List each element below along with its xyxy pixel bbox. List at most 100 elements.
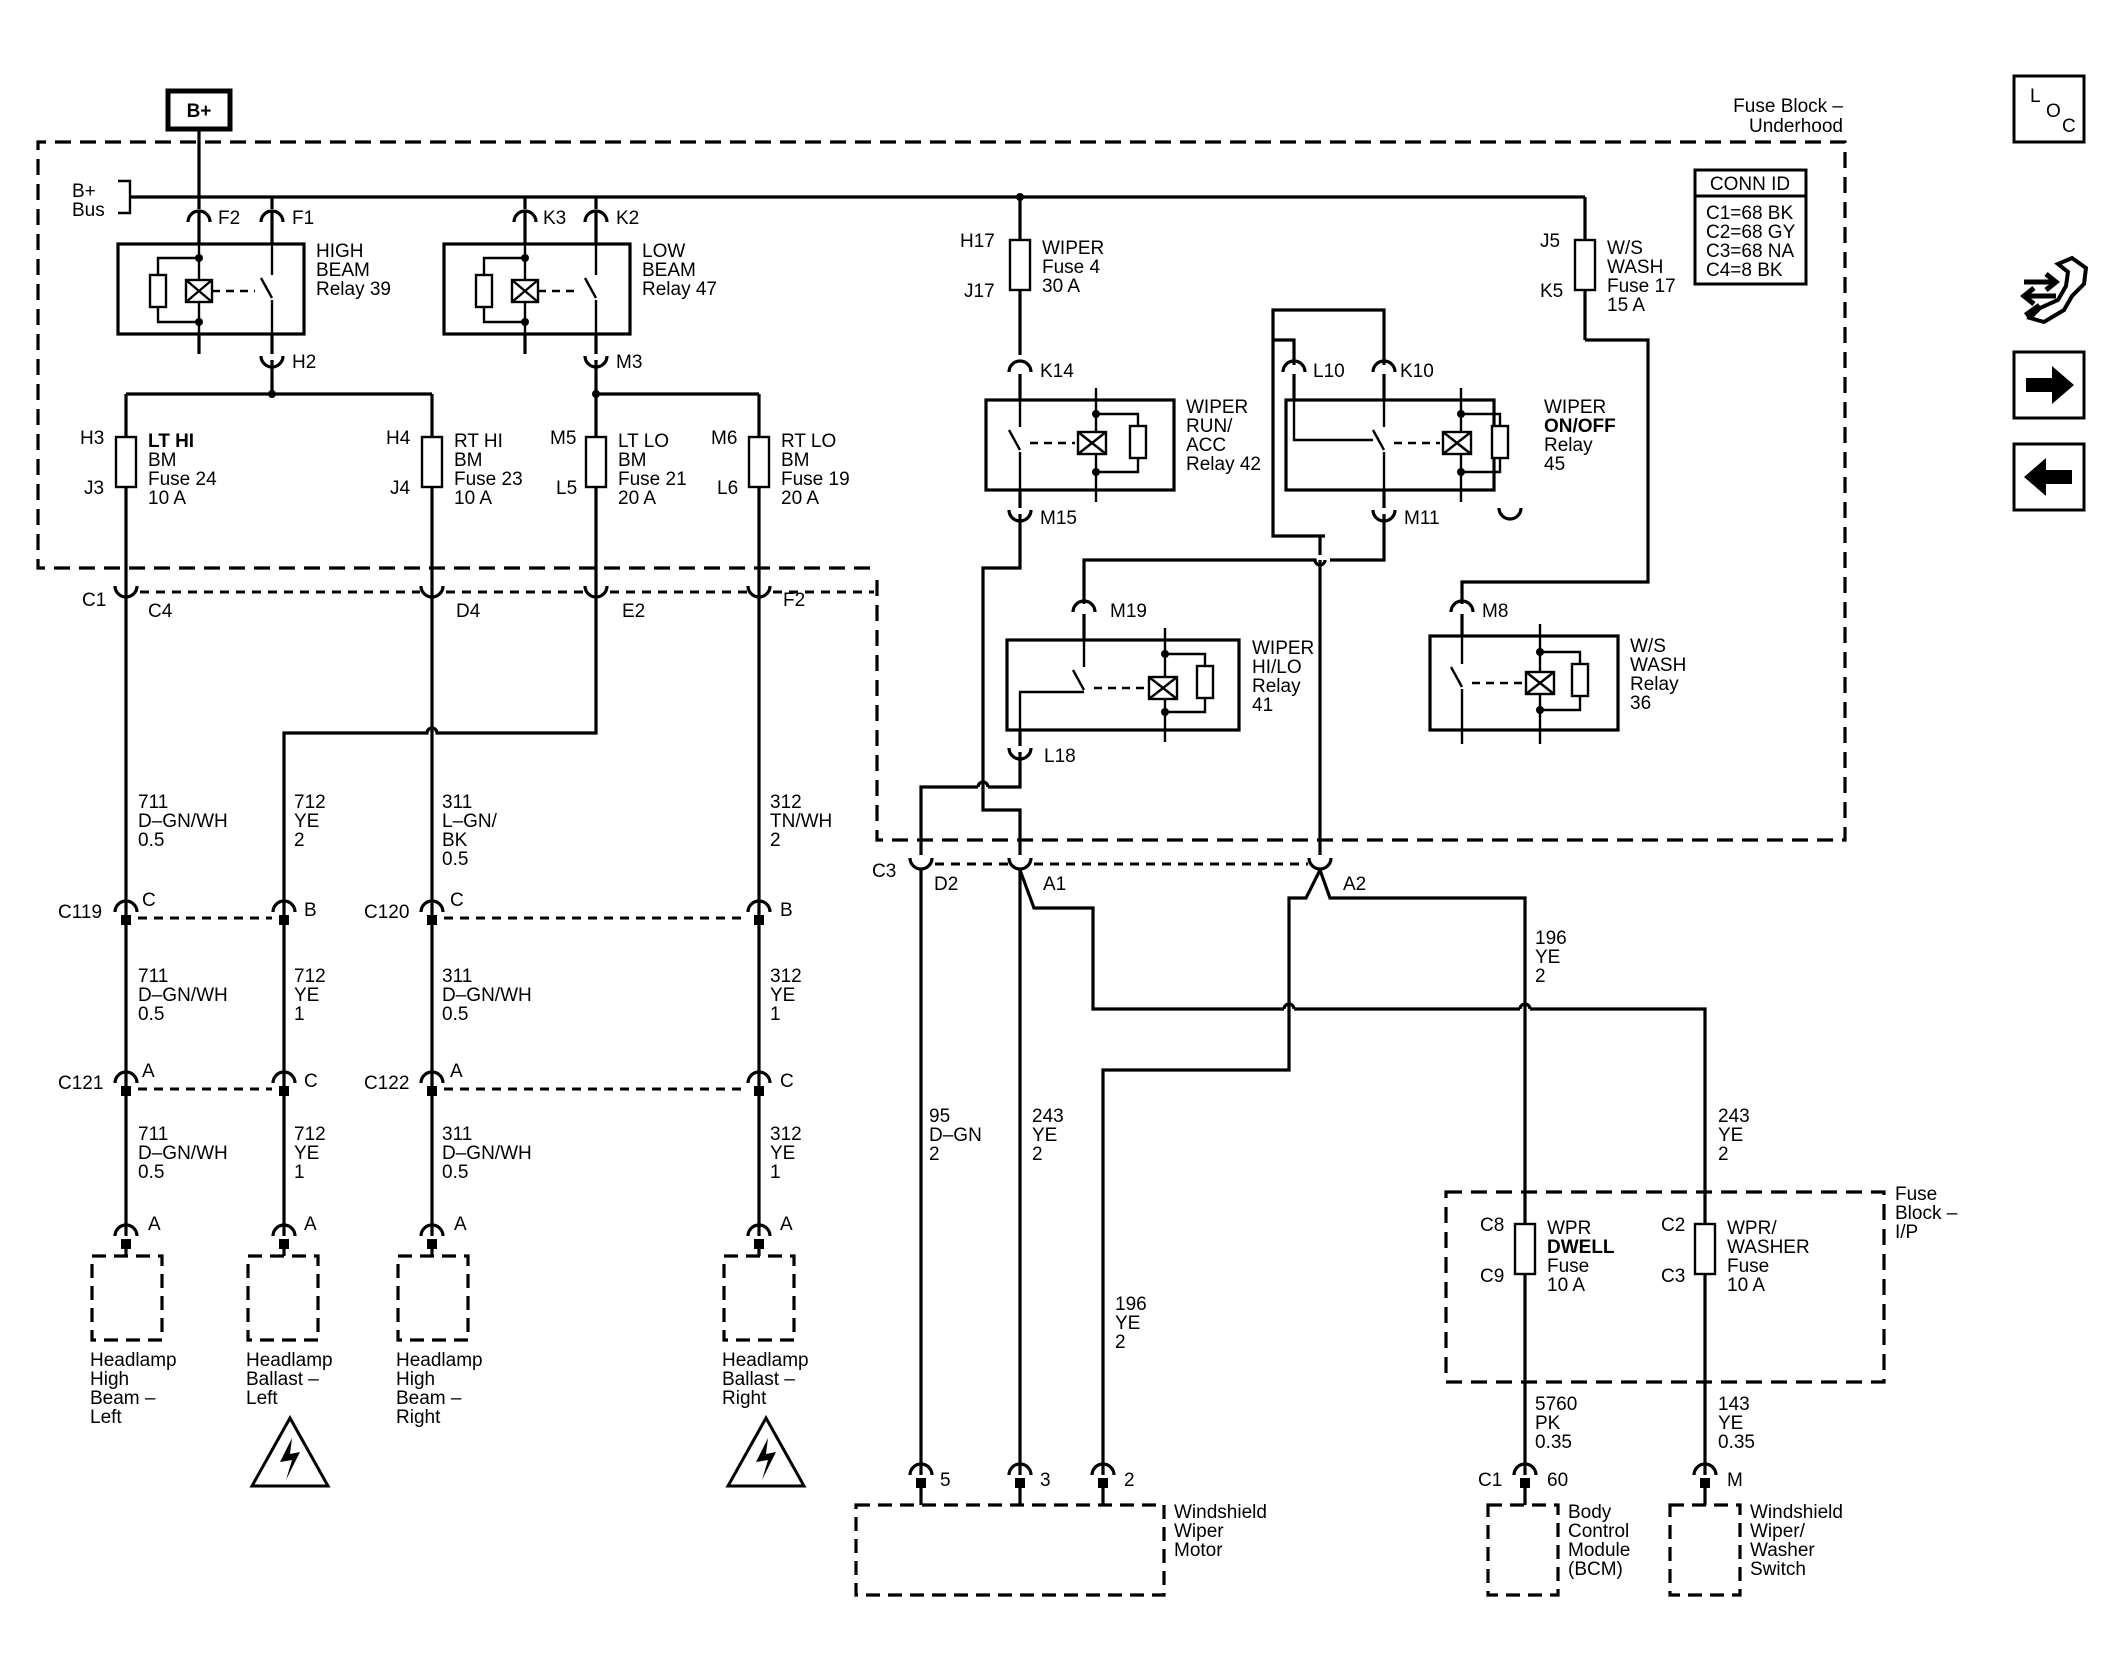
svg-text:YE: YE — [294, 985, 319, 1006]
svg-text:Body: Body — [1568, 1502, 1612, 1523]
pin-m6-label: M6 — [711, 428, 737, 449]
pin-j4-label: J4 — [390, 478, 411, 499]
svg-text:YE: YE — [1718, 1413, 1743, 1434]
fuse-wiper — [1008, 238, 1032, 292]
conn-id-row-3: C3=68 NA — [1706, 241, 1795, 262]
low-beam-relay-label-2: BEAM — [642, 260, 696, 281]
svg-text:Headlamp: Headlamp — [396, 1350, 483, 1371]
svg-text:30 A: 30 A — [1042, 276, 1080, 297]
svg-text:2: 2 — [770, 830, 781, 851]
conn-id-box — [1693, 168, 1808, 286]
c120-pin-b: B — [780, 900, 793, 921]
headlamp-high-beam-left — [90, 1223, 164, 1342]
svg-text:Left: Left — [246, 1388, 278, 1409]
fuse-wpr-washer — [1693, 1222, 1717, 1276]
pin-l18-label: L18 — [1044, 746, 1076, 767]
bcm-conn-label: C1 — [1478, 1470, 1502, 1491]
svg-text:2: 2 — [929, 1144, 940, 1165]
pin-l10-label: L10 — [1313, 361, 1345, 382]
loc-icon[interactable]: L O C — [2012, 74, 2086, 144]
svg-text:Fuse 24: Fuse 24 — [148, 469, 217, 490]
svg-text:712: 712 — [294, 966, 326, 987]
svg-text:Ballast –: Ballast – — [722, 1369, 795, 1390]
svg-text:0.35: 0.35 — [1535, 1432, 1572, 1453]
svg-text:DWELL: DWELL — [1547, 1237, 1615, 1258]
low-beam-relay-internals — [474, 244, 598, 334]
conn-id-title: CONN ID — [1710, 174, 1790, 195]
pin-c9-label: C9 — [1480, 1266, 1504, 1287]
svg-text:D–GN/WH: D–GN/WH — [442, 985, 532, 1006]
pin-m5-label: M5 — [550, 428, 576, 449]
svg-text:196: 196 — [1535, 928, 1567, 949]
pin-j5-label: J5 — [1540, 231, 1560, 252]
svg-text:D–GN/WH: D–GN/WH — [138, 985, 228, 1006]
headlamp-ballast-left — [246, 1223, 320, 1342]
svg-text:196: 196 — [1115, 1294, 1147, 1315]
pin-c2-label: C2 — [1661, 1215, 1685, 1236]
svg-text:L–GN/: L–GN/ — [442, 811, 498, 832]
wiper-run-relay-internals — [1007, 388, 1148, 502]
b-plus-label: B+ — [187, 101, 212, 122]
c122-label: C122 — [364, 1073, 409, 1094]
svg-text:BM: BM — [618, 450, 647, 471]
svg-text:0.5: 0.5 — [442, 1162, 468, 1183]
svg-text:YE: YE — [1032, 1125, 1057, 1146]
conn-id-row-4: C4=8 BK — [1706, 260, 1783, 281]
c119-pin-c: C — [142, 890, 156, 911]
pin-c1-label: C1 — [82, 590, 106, 611]
svg-text:Left: Left — [90, 1407, 122, 1428]
svg-text:0.5: 0.5 — [442, 849, 468, 870]
bus-label-1: B+ — [72, 181, 96, 202]
svg-text:WASH: WASH — [1607, 257, 1663, 278]
forward-arrow-icon[interactable] — [2012, 350, 2086, 420]
svg-text:W/S: W/S — [1630, 636, 1666, 657]
pin-k14-label: K14 — [1040, 361, 1074, 382]
pin-c3b-label: C3 — [1661, 1266, 1685, 1287]
svg-text:2: 2 — [1032, 1144, 1043, 1165]
c121-pin-c: C — [304, 1071, 318, 1092]
svg-text:Beam –: Beam – — [396, 1388, 462, 1409]
svg-text:712: 712 — [294, 1124, 326, 1145]
c119-pin-b: B — [304, 900, 317, 921]
svg-text:711: 711 — [138, 966, 168, 987]
pin-k5-label: K5 — [1540, 281, 1563, 302]
svg-text:Fuse 23: Fuse 23 — [454, 469, 523, 490]
svg-text:Windshield: Windshield — [1750, 1502, 1843, 1523]
back-arrow-icon[interactable] — [2012, 442, 2086, 512]
pin-d4-label: D4 — [456, 601, 481, 622]
headlamp-high-beam-right — [396, 1223, 470, 1342]
svg-text:WIPER: WIPER — [1042, 238, 1104, 259]
schematic-diagram-icon[interactable] — [2019, 255, 2089, 325]
svg-text:YE: YE — [294, 1143, 319, 1164]
fuse-block-underhood-label-2: Underhood — [1749, 116, 1843, 137]
high-beam-relay-label-1: HIGH — [316, 241, 364, 262]
svg-text:WIPER: WIPER — [1186, 397, 1248, 418]
pin-f1-label: F1 — [292, 208, 314, 229]
pin-k2-label: K2 — [616, 208, 639, 229]
wiper-switch-pin-label: M — [1727, 1470, 1743, 1491]
svg-text:YE: YE — [294, 811, 319, 832]
fuse-lt-lo — [584, 435, 608, 489]
ws-wash-relay-box — [1428, 634, 1620, 732]
pin-h17-label: H17 — [960, 231, 995, 252]
svg-text:YE: YE — [770, 985, 795, 1006]
svg-text:311: 311 — [442, 1124, 472, 1145]
connector-c3 — [908, 857, 1333, 871]
wiper-motor-pin-2: 2 — [1124, 1470, 1135, 1491]
svg-text:YE: YE — [1535, 947, 1560, 968]
pin-m19-label: M19 — [1110, 601, 1147, 622]
svg-text:1: 1 — [294, 1004, 305, 1025]
svg-text:D–GN: D–GN — [929, 1125, 982, 1146]
svg-text:20 A: 20 A — [781, 488, 819, 509]
svg-text:0.5: 0.5 — [442, 1004, 468, 1025]
